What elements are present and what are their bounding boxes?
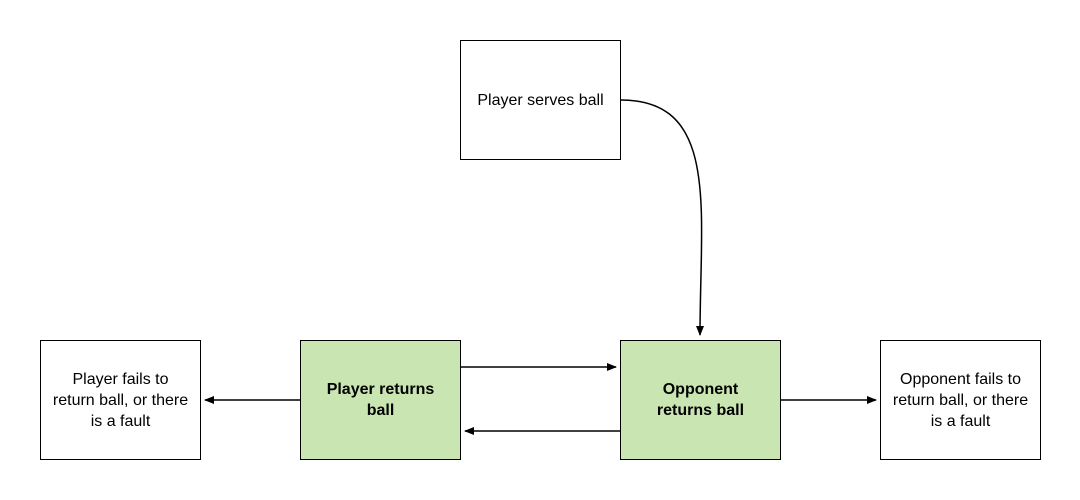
node-player-fails: Player fails to return ball, or there is… [40,340,201,460]
node-label: Opponent fails to return ball, or there … [892,370,1029,430]
node-label: Player returns ball [326,381,435,419]
node-player-serves-ball: Player serves ball [460,40,621,160]
node-label: Player fails to return ball, or there is… [52,370,189,430]
edge-serve-to-opponent-return [620,99,705,336]
node-opponent-returns-ball: Opponent returns ball [620,340,781,460]
node-opponent-fails: Opponent fails to return ball, or there … [880,340,1041,460]
node-label: Opponent returns ball [656,381,745,419]
node-player-returns-ball: Player returns ball [300,340,461,460]
node-label: Player serves ball [477,91,604,109]
